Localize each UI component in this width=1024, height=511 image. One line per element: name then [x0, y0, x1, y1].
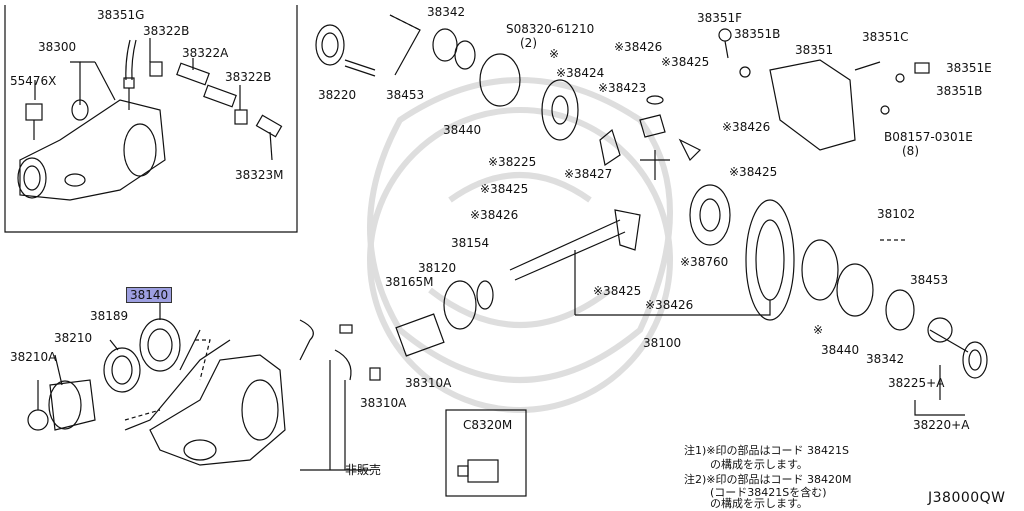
part-label: S08320-61210: [506, 22, 595, 36]
part-label: ※38426: [470, 208, 519, 222]
part-label: C8320M: [463, 418, 513, 432]
part-label: 38165M: [385, 275, 434, 289]
part-label: 38453: [910, 273, 949, 287]
inset-frame: [4, 5, 298, 233]
part-label: ※38425: [661, 55, 710, 69]
part-label: (8): [902, 144, 919, 158]
differential-case-drawing: [541, 79, 702, 180]
part-label: 55476X: [10, 74, 57, 88]
part-label: 38342: [427, 5, 466, 19]
part-label: ※: [813, 323, 824, 337]
part-label: 38440: [821, 343, 860, 357]
inset-breather-drawing: [123, 38, 283, 161]
part-label: 38322A: [182, 46, 229, 60]
part-label: 38351: [795, 43, 834, 57]
rear-cover-drawing: [718, 28, 930, 151]
part-label: ※38425: [480, 182, 529, 196]
part-label: 38154: [451, 236, 490, 250]
part-label: 38210A: [10, 350, 57, 364]
part-label: 38351C: [862, 30, 909, 44]
part-label: (2): [520, 36, 537, 50]
part-label: 38120: [418, 261, 457, 275]
part-label: 38453: [386, 88, 425, 102]
part-label: 38220+A: [913, 418, 970, 432]
part-label: ※: [549, 47, 560, 61]
part-label: 38100: [643, 336, 682, 350]
part-label: B08157-0301E: [884, 130, 973, 144]
part-label: 非販売: [345, 463, 382, 477]
part-label: 38351G: [97, 8, 145, 22]
part-label: ※38225: [488, 155, 537, 169]
bearing-caps-drawing: [299, 319, 381, 471]
part-label: ※38425: [729, 165, 778, 179]
part-label: 38322B: [225, 70, 272, 84]
pinion-flange-drawing: [27, 300, 181, 431]
dashed-leaders: [124, 14, 905, 421]
part-label: 38310A: [405, 376, 452, 390]
part-label: 38225+A: [888, 376, 945, 390]
footnote: の構成を示します。: [710, 497, 808, 510]
part-label: 38102: [877, 207, 916, 221]
part-label: ※38423: [598, 81, 647, 95]
side-flange-drawing: [315, 14, 521, 107]
ring-gear-drawing: [574, 184, 953, 343]
footnote: (コード38421Sを含む): [710, 486, 827, 499]
part-label: 38322B: [143, 24, 190, 38]
part-label: 38342: [866, 352, 905, 366]
part-label: 38351E: [946, 61, 992, 75]
part-label: ※38426: [645, 298, 694, 312]
part-label: 38210: [54, 331, 93, 345]
part-label: 38310A: [360, 396, 407, 410]
footnote: の構成を示します。: [710, 458, 808, 471]
part-label: 38351F: [697, 11, 743, 25]
footnote: 注2)※印の部品はコード 38420M: [684, 473, 852, 486]
part-label: 38189: [90, 309, 129, 323]
part-label: 38440: [443, 123, 482, 137]
part-label: ※38426: [722, 120, 771, 134]
part-label: ※38427: [564, 167, 613, 181]
part-label: 38220: [318, 88, 357, 102]
part-label: 38323M: [235, 168, 284, 182]
part-label: 38351B: [936, 84, 983, 98]
watermark-logo: [367, 77, 673, 413]
sealant-box-drawing: [445, 409, 527, 497]
drive-pinion-drawing: [395, 209, 641, 357]
part-label: ※38426: [614, 40, 663, 54]
right-flange-drawing: [914, 329, 988, 416]
part-label: 38351B: [734, 27, 781, 41]
carrier-housing-drawing: [124, 329, 286, 466]
footnote: 注1)※印の部品はコード 38421S: [684, 444, 849, 457]
diagram-code: J38000QW: [928, 490, 1006, 506]
part-label: ※38760: [680, 255, 729, 269]
part-label-selected[interactable]: 38140: [126, 287, 173, 303]
part-label: ※38425: [593, 284, 642, 298]
part-label: ※38424: [556, 66, 605, 80]
part-label: 38300: [38, 40, 77, 54]
inset-housing-drawing: [17, 61, 166, 201]
